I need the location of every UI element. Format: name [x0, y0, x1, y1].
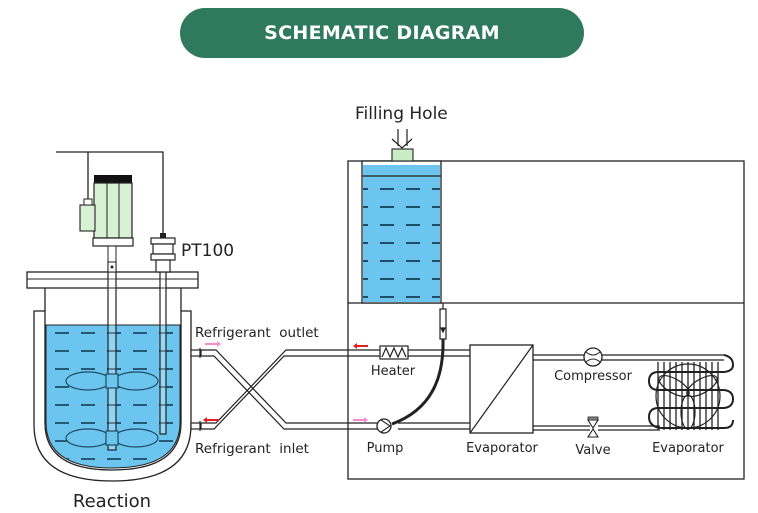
- internal-outlet-arrow-icon: [353, 343, 368, 349]
- compressor-label: Compressor: [554, 369, 633, 384]
- outlet-flow-arrow-icon: [205, 341, 221, 347]
- filling-arrow-icon: [391, 129, 413, 149]
- diagram-title: SCHEMATIC DIAGRAM: [264, 22, 500, 44]
- coil-evaporator-icon: [647, 354, 735, 430]
- heater-icon: [379, 345, 409, 360]
- stirrer-shaft: [107, 261, 117, 451]
- expansion-valve-icon: [587, 416, 599, 438]
- compressor-icon: [583, 347, 603, 367]
- filling-hole-cap: [391, 148, 414, 162]
- inlet-flow-arrow-icon: [203, 417, 219, 423]
- refrigerant-outlet-label: Refrigerant outlet: [195, 325, 319, 341]
- control-wire: [56, 151, 164, 235]
- refrigerant-pipes: [190, 348, 348, 431]
- evaporator-plate-label: Evaporator: [466, 441, 538, 456]
- fan-icon: [655, 363, 721, 430]
- pump-icon: [376, 418, 392, 434]
- pump-label: Pump: [367, 441, 404, 456]
- internal-inlet-arrow-icon: [353, 417, 368, 423]
- reaction-vessel: PT100 Reaction: [26, 151, 234, 512]
- impeller-lower: [65, 428, 159, 448]
- pt100-label: PT100: [181, 241, 234, 261]
- bypass-hose: [391, 338, 445, 426]
- evaporator-coil-label: Evaporator: [652, 441, 724, 456]
- pt100-probe: [159, 261, 167, 435]
- filling-hole-label: Filling Hole: [355, 104, 448, 124]
- stirrer-motor: [79, 175, 134, 263]
- reaction-label: Reaction: [73, 491, 151, 512]
- plate-evaporator-icon: [469, 344, 534, 434]
- valve-label: Valve: [575, 443, 610, 458]
- title-banner: SCHEMATIC DIAGRAM: [180, 8, 584, 58]
- vessel-jacket: [33, 310, 192, 482]
- heater-label: Heater: [371, 364, 416, 379]
- refrigerant-inlet-label: Refrigerant inlet: [195, 441, 309, 457]
- chiller-unit: Filling Hole: [347, 104, 745, 480]
- impeller-upper: [65, 371, 159, 391]
- pt100-fitting: [150, 233, 176, 273]
